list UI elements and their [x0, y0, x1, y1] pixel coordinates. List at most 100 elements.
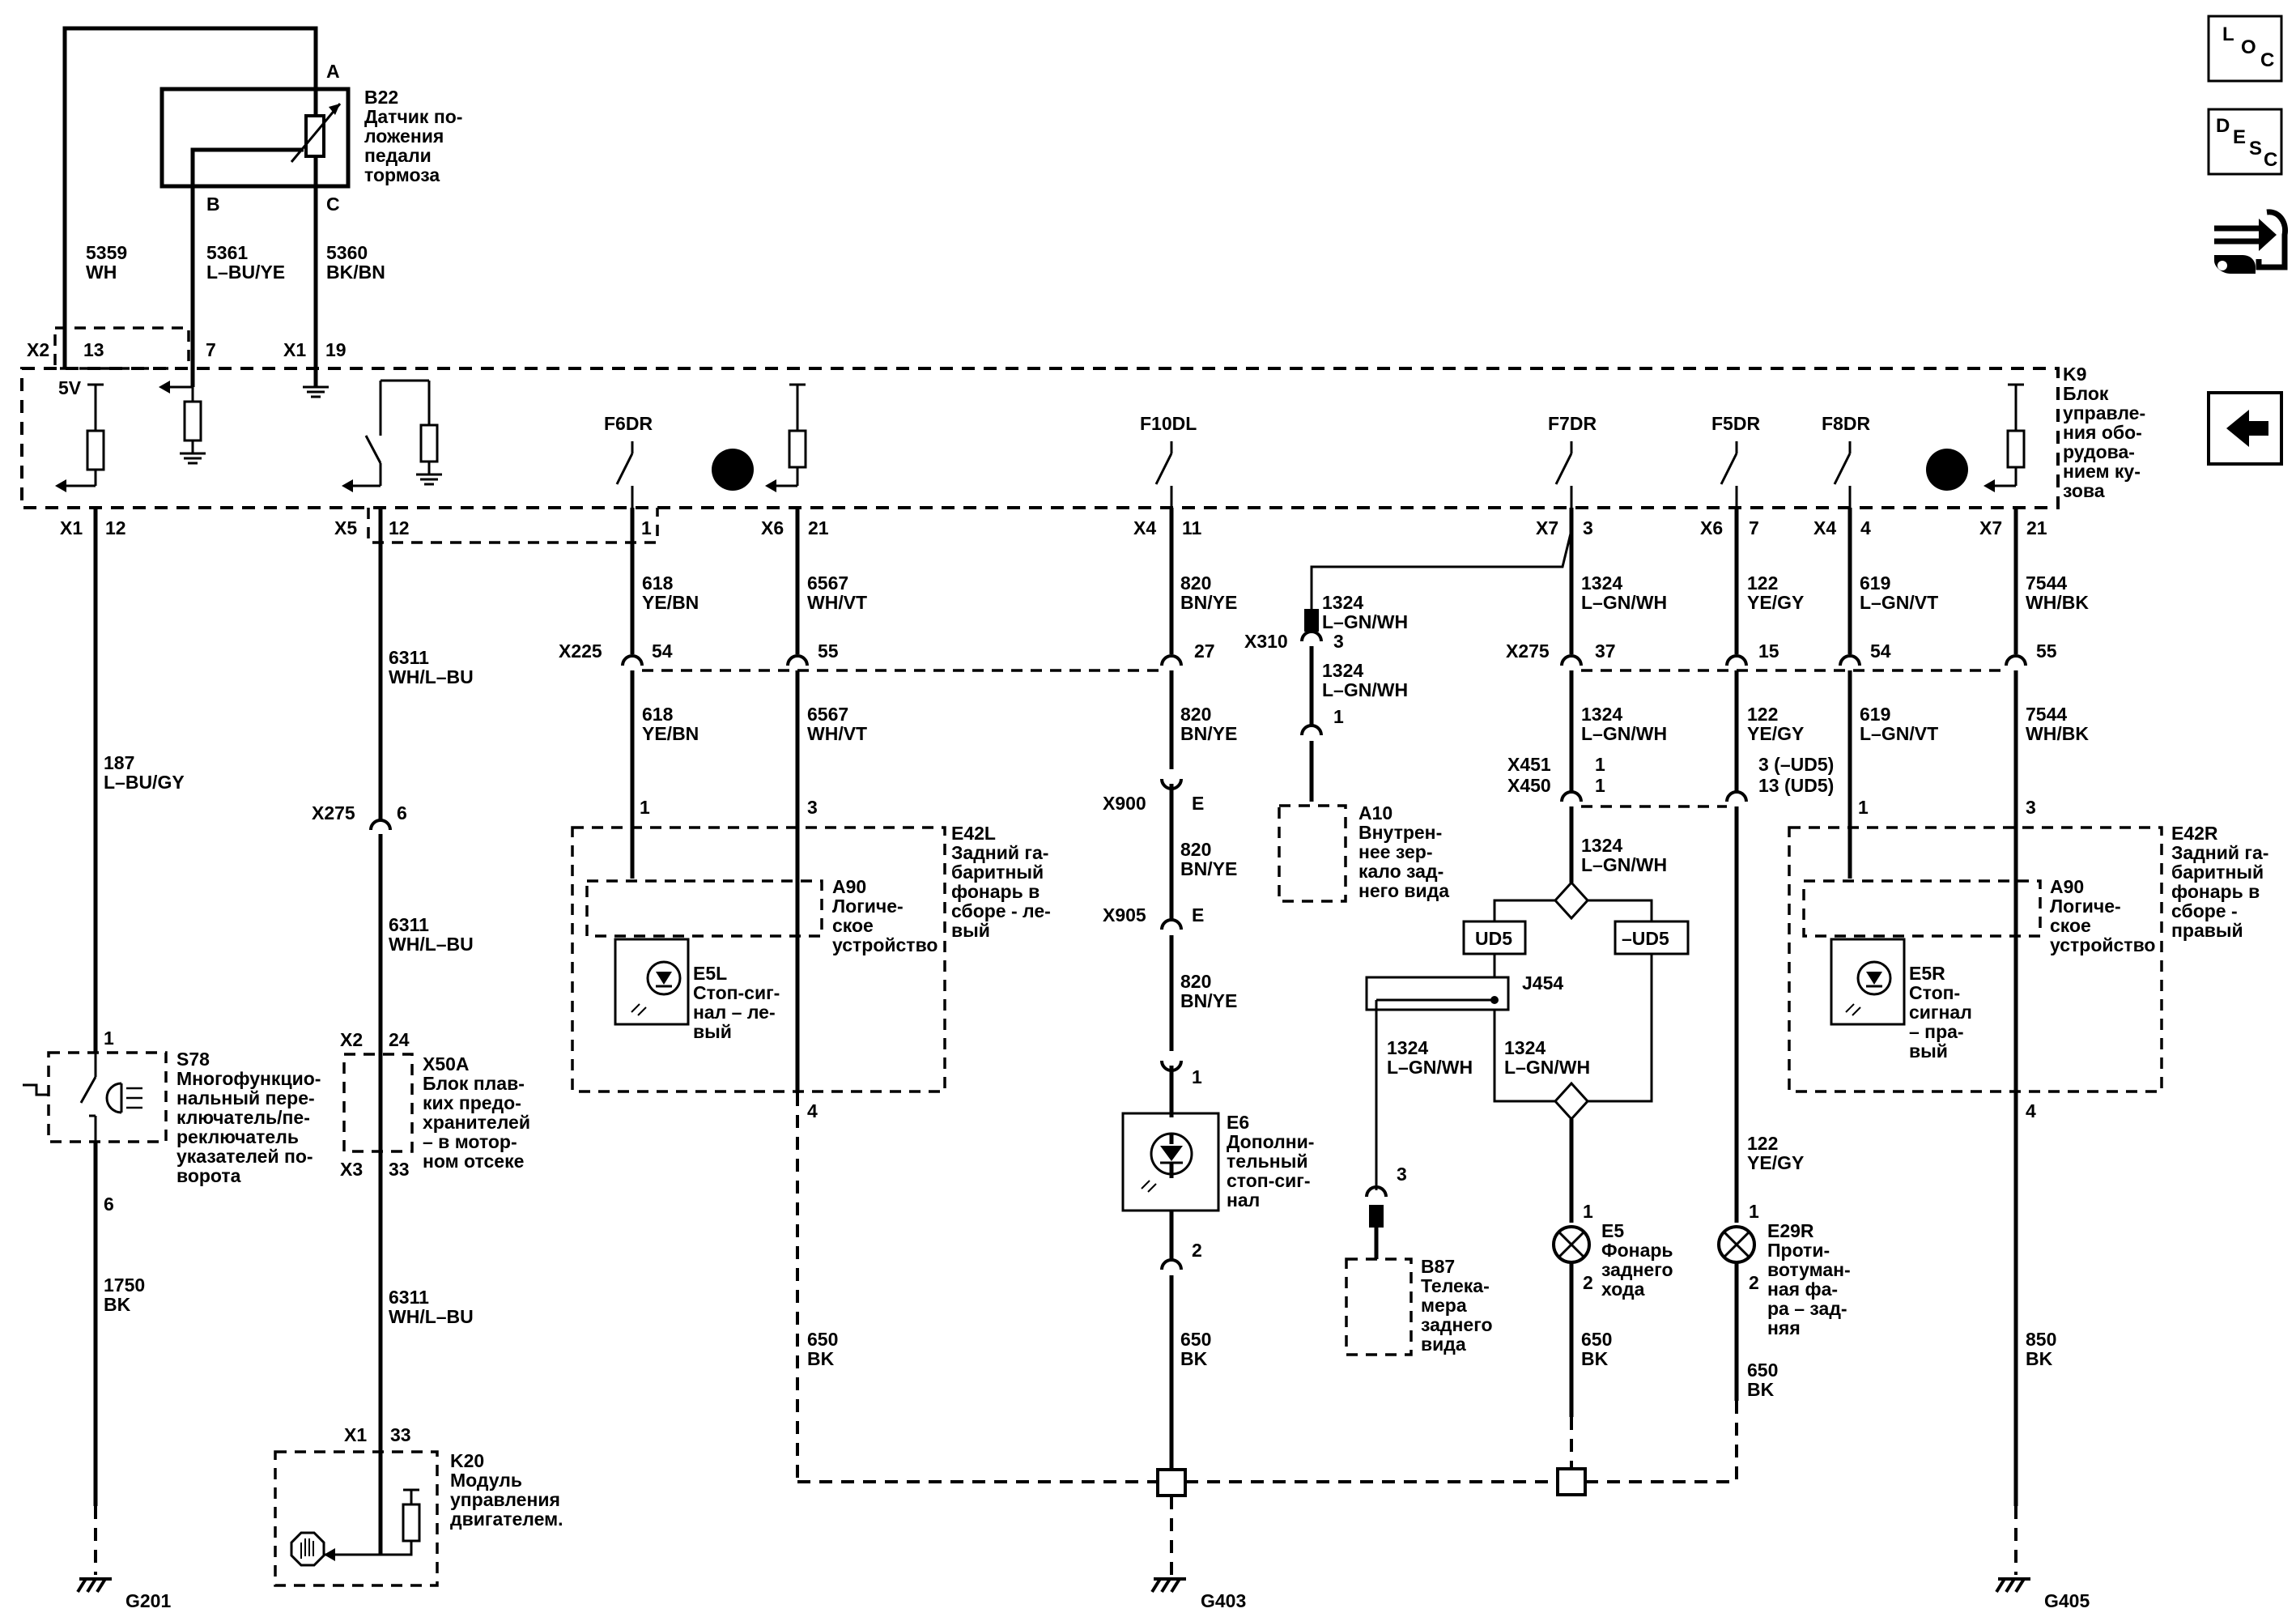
k9-pin: 21 [2026, 517, 2047, 538]
k9-pin: 1 [641, 517, 652, 538]
wire-circuit: 820 [1180, 704, 1211, 725]
wire-color: BN/YE [1180, 858, 1237, 879]
b22-desc: тормоза [364, 164, 440, 185]
column-s78: 187 L–BU/GY 1750 BK G201 1 6 S78 Многофу… [23, 508, 321, 1611]
e5r-id: E5R [1909, 963, 1945, 984]
e42l-pin: 3 [807, 797, 818, 818]
e5-pin: 2 [1583, 1272, 1593, 1293]
k9-pin: 19 [325, 339, 347, 360]
x50a-desc: – в мотор- [423, 1131, 517, 1152]
wire-circuit: 1324 [1581, 704, 1622, 725]
back-button[interactable] [2207, 391, 2283, 466]
wire-color: WH/L–BU [389, 1306, 474, 1327]
e6-desc: Дополни- [1227, 1131, 1314, 1152]
wire-circuit: 7544 [2026, 572, 2067, 594]
wire-color: YE/BN [642, 723, 699, 744]
k9-pin: 12 [389, 517, 410, 538]
a10-desc: нее зер- [1358, 841, 1433, 862]
e42l-desc: фонарь в [951, 881, 1040, 902]
fuse-f10dl: F10DL [1140, 413, 1197, 508]
connector-pin: 37 [1595, 640, 1616, 662]
connector-pin: E [1192, 793, 1204, 814]
b87-pin: 3 [1397, 1164, 1407, 1185]
e29r-pin: 1 [1749, 1201, 1759, 1222]
loc-button[interactable]: L O C [2207, 15, 2283, 83]
e42l-id: E42L [951, 823, 996, 844]
k9-pin: 7 [206, 339, 216, 360]
b22-brake-pedal-sensor: A B C B22 Датчик по- ложения педали торм… [62, 26, 462, 381]
connector-pin: 1 [1595, 775, 1605, 796]
e42r-id: E42R [2171, 823, 2218, 844]
column-x50a-k20: 6311 WH/L–BU X275 6 6311 WH/L–BU X2 24 X… [274, 508, 563, 1587]
connector-id: X451 [1507, 754, 1551, 775]
wire-color: L–GN/WH [1322, 611, 1408, 632]
k9-desc: рудова- [2063, 441, 2135, 462]
wrench-plug-icon[interactable] [2214, 209, 2289, 274]
b22-desc: Датчик по- [364, 106, 462, 127]
s78-pin: 1 [104, 1028, 114, 1049]
k9-desc: нием ку- [2063, 461, 2141, 482]
a10-desc: кало зад- [1358, 861, 1444, 882]
wire-circuit: 6311 [389, 647, 429, 668]
e42l-desc: Задний га- [951, 842, 1048, 863]
connector-pin: 6 [397, 802, 407, 823]
wire-circuit: 1324 [1322, 592, 1363, 613]
e42r-desc: сборе - [2171, 900, 2238, 921]
e29r-desc: няя [1767, 1317, 1801, 1338]
e42l-desc: сборе - ле- [951, 900, 1051, 921]
a10-rear-view-mirror: 1324 L–GN/WH X310 3 1324 L–GN/WH 1 A10 В… [1244, 508, 1573, 903]
e42r-pin: 1 [1858, 797, 1869, 818]
e5r-desc: вый [1909, 1040, 1948, 1062]
x50a-desc: хранителей [423, 1112, 530, 1133]
wire-color: L–BU/YE [206, 262, 285, 283]
wire-color: L–GN/WH [1581, 592, 1667, 613]
wire-circuit: 122 [1747, 1133, 1778, 1154]
wire-color: YE/GY [1747, 723, 1804, 744]
k9-desc: зова [2063, 480, 2105, 501]
desc-button[interactable]: D E S C [2207, 108, 2283, 176]
wire-circuit: 6311 [389, 1287, 429, 1308]
b22-desc: ложения [364, 126, 444, 147]
b87-desc: мера [1421, 1295, 1467, 1316]
x50a-id: X50A [423, 1053, 470, 1074]
wire-circuit: 1324 [1387, 1037, 1428, 1058]
e42l-pin: 4 [807, 1100, 818, 1121]
k9-desc: Блок [2063, 383, 2109, 404]
e6-id: E6 [1227, 1112, 1249, 1133]
e29r-pin: 2 [1749, 1272, 1759, 1293]
wire-color: BK [1180, 1348, 1208, 1369]
desc-letter: E [2233, 126, 2246, 148]
connector-pin: 27 [1194, 640, 1215, 662]
connector-pin: 15 [1758, 640, 1779, 662]
connector-pin: 55 [2036, 640, 2057, 662]
wire-color: YE/GY [1747, 1152, 1804, 1173]
wire-color: WH/BK [2026, 723, 2089, 744]
wire-color: L–GN/WH [1581, 723, 1667, 744]
e5-desc: хода [1601, 1279, 1645, 1300]
wire-circuit: 619 [1860, 572, 1890, 594]
connector-id: X275 [1506, 640, 1550, 662]
wire-color: YE/GY [1747, 592, 1804, 613]
k9-desc: управле- [2063, 402, 2145, 423]
b22-pin-b: B [206, 194, 220, 215]
fuse-f5dr: F5DR [1711, 413, 1760, 508]
e5r-desc: – пра- [1909, 1021, 1964, 1042]
wire-circuit: 820 [1180, 572, 1211, 594]
e42l-left-tail-lamp: 618 YE/BN 6567 WH/VT X225 54 55 618 YE/B… [559, 508, 1051, 1482]
connector-pin: 13 (UD5) [1758, 775, 1834, 796]
connector-pin: E [1192, 904, 1204, 926]
loc-letter: C [2260, 49, 2274, 71]
wire-color: YE/BN [642, 592, 699, 613]
e29r-desc: ра – зад- [1767, 1298, 1847, 1319]
connector-pin: 1 [1595, 754, 1605, 775]
e5r-desc: сигнал [1909, 1002, 1972, 1023]
wire-circuit: 1324 [1581, 572, 1622, 594]
fuse-label: F8DR [1822, 413, 1870, 434]
wire-color: WH/VT [807, 592, 867, 613]
loc-letter: L [2222, 23, 2234, 45]
k9-pin: 21 [808, 517, 829, 538]
e6-center-stop-lamp: 820 BN/YE 27 820 BN/YE X900 E 820 BN/YE … [1103, 508, 1314, 1611]
wire-circuit: 650 [1180, 1329, 1211, 1350]
fuse-f8dr: F8DR [1822, 413, 1870, 508]
